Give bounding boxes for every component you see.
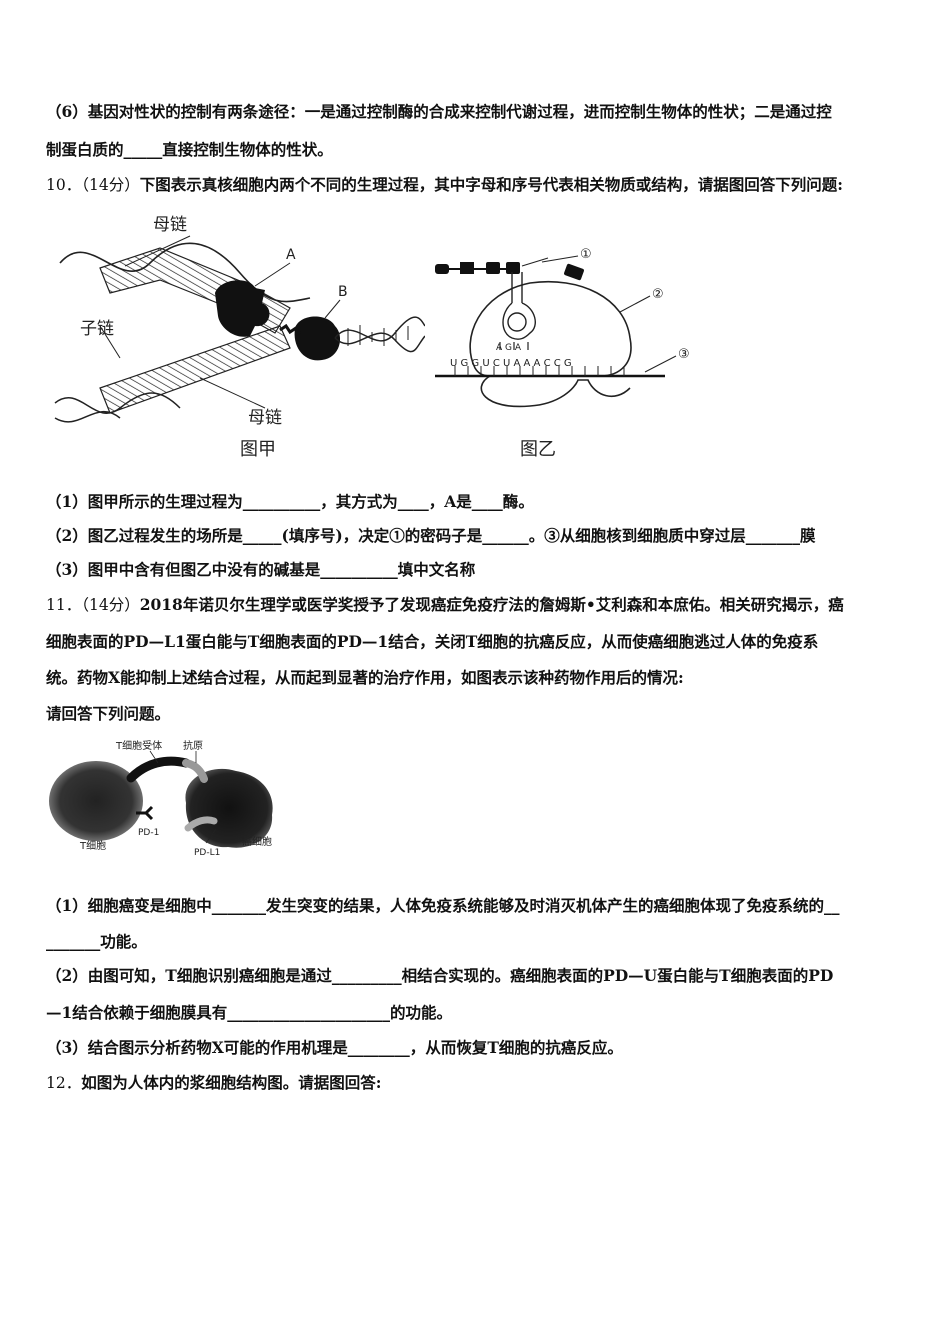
trna <box>502 272 536 340</box>
mrna-sequence: U G G U C U A A A C C G <box>450 358 572 369</box>
q10-number: 10．（14分） <box>46 176 140 194</box>
marker-3: ③ <box>678 347 690 362</box>
parent-helix-right <box>334 316 425 342</box>
q11-number: 11．（14分） <box>46 596 140 614</box>
label-pd1: PD-1 <box>138 828 159 838</box>
enzyme-a-shape <box>215 280 270 337</box>
label-cancer-cell: 癌细胞 <box>242 835 272 848</box>
q11-part1-line2: _______功能。 <box>46 932 147 951</box>
q9-part6-line1: （6）基因对性状的控制有两条途径：一是通过控制酶的合成来控制代谢过程，进而控制生… <box>46 102 832 121</box>
label-t-cell-receptor: T细胞受体 <box>115 739 162 752</box>
pdl1-shape <box>184 816 218 832</box>
label-b: B <box>338 284 348 300</box>
label-mother-strand-top: 母链 <box>153 215 187 235</box>
q11-part2-line1: （2）由图可知，T细胞识别癌细胞是通过_________相结合实现的。癌细胞表面… <box>46 966 834 985</box>
t-cell-body <box>49 761 143 841</box>
q10-stem: 10．（14分）下图表示真核细胞内两个不同的生理过程，其中字母和序号代表相关物质… <box>46 175 843 195</box>
enzyme-b-shape <box>294 316 341 361</box>
q11-stem-line4: 请回答下列问题。 <box>46 704 171 723</box>
cancer-cell-body <box>185 768 273 848</box>
q12-stem: 12．如图为人体内的浆细胞结构图。请据图回答: <box>46 1073 381 1093</box>
pd1-shape <box>136 805 154 821</box>
marker-1: ① <box>580 247 592 262</box>
q11-stem-line3: 统。药物X能抑制上述结合过程，从而起到显著的治疗作用，如图表示该种药物作用后的情… <box>46 668 684 687</box>
label-mother-strand-bottom: 母链 <box>248 408 282 428</box>
caption-yi: 图乙 <box>520 439 556 460</box>
figure-t-cell-cancer: T细胞受体 抗原 PD-1 PD-L1 T细胞 癌细胞 <box>49 739 273 858</box>
q11-stem-line1: 11．（14分）2018年诺贝尔生理学或医学奖授予了发现癌症免疫疗法的詹姆斯•艾… <box>46 595 844 615</box>
marker-2: ② <box>652 287 664 302</box>
q12-text: 如图为人体内的浆细胞结构图。请据图回答: <box>81 1073 382 1092</box>
ribosome-small <box>480 375 631 408</box>
label-daughter-strand: 子链 <box>80 319 114 339</box>
q12-number: 12． <box>46 1074 82 1092</box>
antigen <box>182 759 208 783</box>
caption-jia: 图甲 <box>240 439 276 460</box>
figure-yi: ① ② ③ A G A U G G U C U A A A C C G 图乙 <box>435 247 690 460</box>
q10-text: 下图表示真核细胞内两个不同的生理过程，其中字母和序号代表相关物质或结构，请据图回… <box>139 175 843 194</box>
label-antigen: 抗原 <box>183 739 203 752</box>
figure-jia: 母链 子链 母链 A B 图甲 <box>54 215 425 460</box>
q11-text-1: 2018年诺贝尔生理学或医学奖授予了发现癌症免疫疗法的詹姆斯•艾利森和本庶佑。相… <box>139 595 844 614</box>
anticodon-label: A G A <box>496 343 522 353</box>
label-pdl1: PD-L1 <box>194 848 220 858</box>
q11-part2-line2: —1结合依赖于细胞膜具有_____________________的功能。 <box>46 1003 453 1022</box>
q10-part1: （1）图甲所示的生理过程为__________，其方式为____，A是____酶… <box>46 492 534 511</box>
q10-part3: （3）图甲中含有但图乙中没有的碱基是__________填中文名称 <box>46 560 476 579</box>
q9-part6-line2: 制蛋白质的_____直接控制生物体的性状。 <box>46 140 333 159</box>
label-a: A <box>286 247 296 263</box>
label-t-cell: T细胞 <box>79 839 106 852</box>
q11-stem-line2: 细胞表面的PD—L1蛋白能与T细胞表面的PD—1结合，关闭T细胞的抗癌反应，从而… <box>46 632 819 651</box>
mother-strand-bottom <box>54 392 181 414</box>
daughter-strand-bottom <box>99 325 291 414</box>
q11-part3: （3）结合图示分析药物X可能的作用机理是________，从而恢复T细胞的抗癌反… <box>46 1038 623 1057</box>
q11-part1-line1: （1）细胞癌变是细胞中_______发生突变的结果，人体免疫系统能够及时消灭机体… <box>46 896 840 915</box>
q10-part2: （2）图乙过程发生的场所是_____(填序号)，决定①的密码子是______。③… <box>46 526 816 545</box>
t-cell-receptor <box>126 756 191 783</box>
